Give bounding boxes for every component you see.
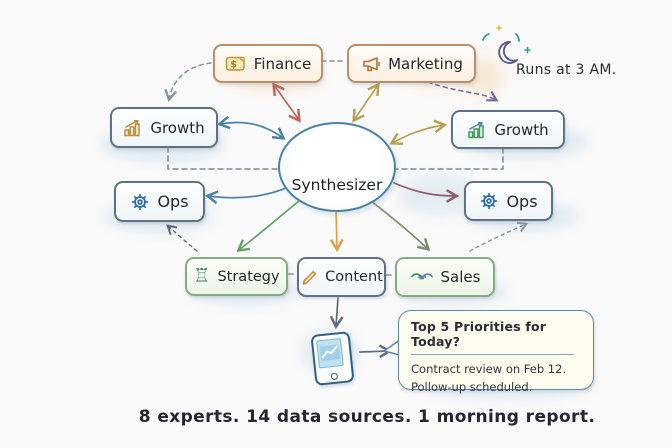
node-growth-left: Growth — [110, 107, 218, 148]
megaphone-icon — [363, 56, 380, 71]
node-growth-right: Growth — [451, 110, 565, 149]
link-growth-left-hub-dashed — [167, 146, 279, 170]
chess-rook-icon: ♖ — [193, 265, 211, 287]
pencil-icon — [302, 270, 317, 285]
arrow-hub-ops-right — [393, 182, 460, 203]
node-label: Ops — [157, 192, 189, 211]
node-label: Growth — [494, 120, 549, 139]
node-label: Marketing — [388, 54, 463, 73]
report-line: Pollow-up scheduled. — [411, 379, 533, 394]
arrow-hub-content — [329, 208, 344, 253]
hub-label: Synthesizer — [291, 176, 383, 194]
arrow-finance-hub — [272, 82, 301, 123]
arrow-hub-strategy — [236, 200, 300, 252]
node-sales: Sales — [395, 257, 495, 297]
schedule-note: Runs at 3 AM. — [516, 62, 617, 78]
node-ops-right: Ops — [464, 181, 553, 221]
arrow-content-to-phone — [329, 297, 344, 330]
node-ops-left: Ops — [114, 181, 205, 222]
phone-icon — [310, 331, 355, 386]
arrow-marketing-to-growth-right — [427, 81, 499, 102]
node-label: Ops — [506, 191, 538, 211]
handshake-icon — [410, 273, 433, 280]
phone-home-button — [330, 372, 339, 381]
report-chart-thumbnail — [319, 344, 340, 361]
gear-icon — [132, 193, 149, 210]
bar-chart-up-icon — [468, 121, 485, 138]
arrow-hub-sales — [370, 200, 431, 252]
arrow-hub-growth-right — [389, 119, 448, 145]
svg-text:$: $ — [230, 59, 237, 70]
node-label: Content — [325, 269, 383, 285]
node-content: Content — [297, 257, 386, 297]
arrow-strategy-to-ops-left — [166, 224, 198, 252]
report-speech-bubble: Top 5 Priorities for Today? Contract rev… — [398, 310, 594, 394]
arrow-marketing-hub — [352, 82, 380, 123]
sparkle-icons — [482, 25, 531, 54]
link-hub-growth-right-dashed — [392, 148, 504, 170]
arrow-growth-left-hub — [216, 115, 286, 140]
bubble-divider — [411, 354, 575, 355]
summary-caption: 8 experts. 14 data sources. 1 morning re… — [138, 407, 596, 427]
bar-chart-up-icon — [124, 119, 141, 136]
gear-icon — [481, 192, 498, 210]
node-label: Strategy — [217, 268, 280, 285]
moon-icon — [498, 41, 518, 64]
hub-synthesizer: Synthesizer — [278, 122, 396, 212]
report-title: Top 5 Priorities for Today? — [411, 319, 547, 349]
arrow-finance-to-growth-left — [164, 62, 212, 102]
node-marketing: Marketing — [347, 44, 476, 83]
node-strategy: ♖ Strategy — [185, 257, 288, 296]
node-label: Growth — [150, 118, 205, 137]
node-label: Sales — [440, 268, 481, 286]
report-line: Contract review on Feb 12. — [411, 362, 567, 376]
arrow-sales-to-ops-right — [469, 221, 529, 252]
banknote-dollar-icon: $ — [225, 56, 245, 71]
phone-screen — [316, 338, 344, 369]
node-label: Finance — [253, 54, 312, 73]
node-finance: $ Finance — [213, 44, 323, 83]
